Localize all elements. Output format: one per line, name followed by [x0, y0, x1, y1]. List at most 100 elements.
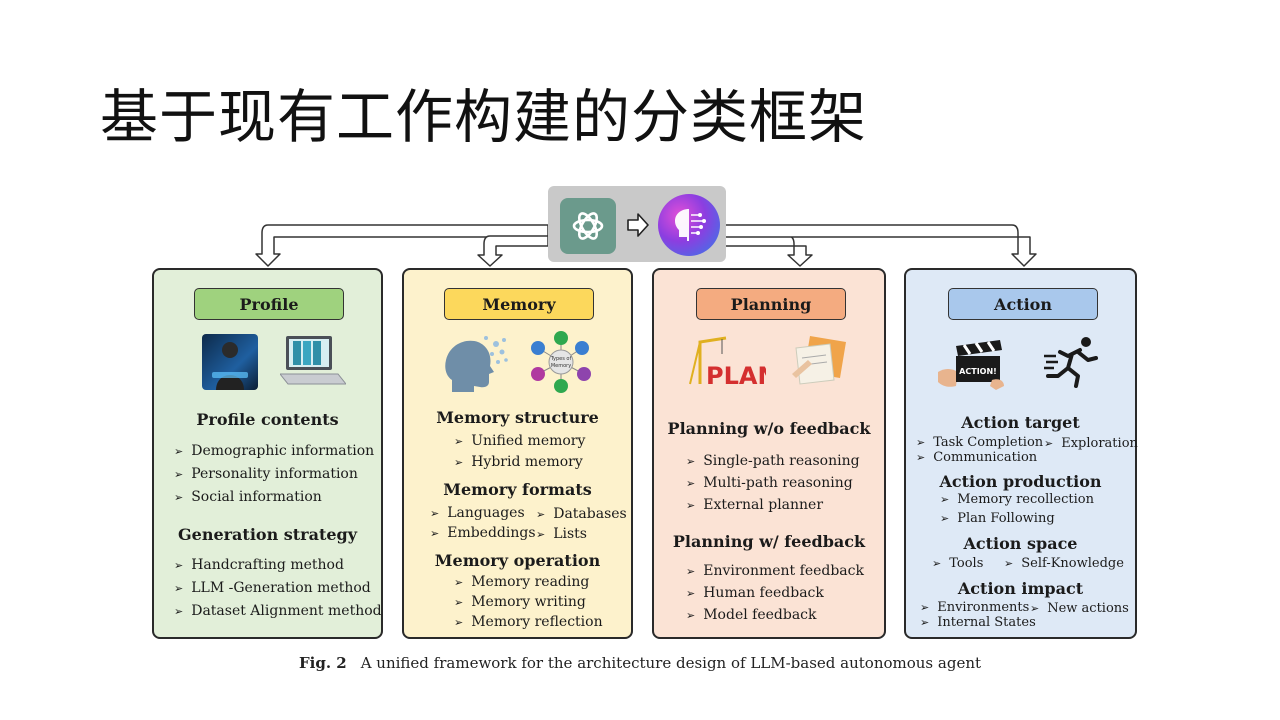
list-item: ➢Plan Following [940, 511, 1055, 526]
profile-title: Profile [194, 288, 344, 320]
right-arrow-icon [627, 213, 649, 237]
arrowhead-bullet-icon: ➢ [430, 527, 440, 540]
list-item: ➢New actions [1030, 601, 1129, 616]
list-item: ➢Embeddings [430, 525, 536, 541]
arrowhead-bullet-icon: ➢ [454, 596, 464, 609]
figure-label: Fig. 2 [298, 654, 347, 672]
llm-agent-logos [548, 186, 726, 262]
running-person-icon [1042, 334, 1100, 392]
list-item: ➢Memory reading [454, 574, 590, 590]
arrowhead-bullet-icon: ➢ [940, 512, 950, 525]
arrowhead-bullet-icon: ➢ [916, 436, 926, 449]
chatgpt-logo-icon [560, 198, 616, 254]
list-item: ➢Environment feedback [686, 563, 864, 579]
profile-contents-heading: Profile contents [196, 410, 339, 429]
planning-w-feedback-heading: Planning w/ feedback [672, 532, 866, 551]
svg-text:ACTION!: ACTION! [959, 367, 997, 376]
arrowhead-bullet-icon: ➢ [932, 557, 942, 570]
action-production-heading: Action production [939, 472, 1102, 491]
arrowhead-bullet-icon: ➢ [686, 609, 696, 622]
list-item: ➢Memory writing [454, 594, 586, 610]
memory-operation-heading: Memory operation [434, 551, 601, 570]
list-item: ➢Unified memory [454, 433, 586, 449]
list-item: ➢Multi-path reasoning [686, 475, 853, 491]
planning-title: Planning [696, 288, 846, 320]
arrowhead-bullet-icon: ➢ [920, 601, 930, 614]
svg-text:Types of: Types of [550, 356, 572, 362]
arrowhead-bullet-icon: ➢ [686, 455, 696, 468]
list-item: ➢Self-Knowledge [1004, 556, 1124, 571]
list-item: ➢Task Completion [916, 435, 1044, 450]
list-item: ➢Handcrafting method [174, 557, 344, 573]
arrowhead-bullet-icon: ➢ [1030, 602, 1040, 615]
plan-crane-image: PLAN [686, 332, 778, 392]
svg-text:PLAN: PLAN [706, 362, 766, 388]
arrowhead-bullet-icon: ➢ [1044, 437, 1054, 450]
list-item: ➢Hybrid memory [454, 454, 583, 470]
list-item: ➢Model feedback [686, 607, 817, 623]
list-item: ➢Memory recollection [940, 492, 1094, 507]
action-space-heading: Action space [963, 534, 1078, 553]
list-item: ➢Dataset Alignment method [174, 603, 382, 619]
arrowhead-bullet-icon: ➢ [916, 451, 926, 464]
arrowhead-bullet-icon: ➢ [686, 499, 696, 512]
list-item: ➢Languages [430, 505, 525, 521]
memory-structure-heading: Memory structure [436, 408, 599, 427]
arrowhead-bullet-icon: ➢ [174, 605, 184, 618]
list-item: ➢Lists [536, 526, 587, 542]
arrowhead-bullet-icon: ➢ [536, 528, 546, 541]
arrowhead-bullet-icon: ➢ [174, 445, 184, 458]
memory-panel: Memory Types of Memory Memory structure … [402, 268, 633, 639]
list-item: ➢Communication [916, 450, 1038, 465]
planning-wo-feedback-heading: Planning w/o feedback [667, 419, 871, 438]
arrowhead-bullet-icon: ➢ [454, 576, 464, 589]
memory-title: Memory [444, 288, 594, 320]
arrowhead-bullet-icon: ➢ [454, 616, 464, 629]
arrowhead-bullet-icon: ➢ [940, 493, 950, 506]
list-item: ➢Single-path reasoning [686, 453, 860, 469]
list-item: ➢LLM -Generation method [174, 580, 371, 596]
arrowhead-bullet-icon: ➢ [174, 559, 184, 572]
generation-strategy-heading: Generation strategy [177, 525, 358, 544]
planning-panel: Planning PLAN Planning w/o feedback ➢Sin… [652, 268, 886, 639]
arrowhead-bullet-icon: ➢ [430, 507, 440, 520]
slide-title: 基于现有工作构建的分类框架 [100, 83, 868, 151]
list-item: ➢Databases [536, 506, 627, 522]
arrowhead-bullet-icon: ➢ [1004, 557, 1014, 570]
list-item: ➢External planner [686, 497, 824, 513]
list-item: ➢Tools [932, 556, 984, 571]
types-of-memory-icon: Types of Memory [530, 330, 592, 398]
list-item: ➢Memory reflection [454, 614, 603, 630]
list-item: ➢Exploration [1044, 436, 1138, 451]
list-item: ➢Human feedback [686, 585, 824, 601]
list-item: ➢Environments [920, 600, 1030, 615]
figure-caption: Fig. 2 A unified framework for the archit… [0, 654, 1280, 672]
action-target-heading: Action target [961, 413, 1080, 432]
action-title: Action [948, 288, 1098, 320]
arrowhead-bullet-icon: ➢ [686, 587, 696, 600]
head-memory-image [442, 334, 510, 398]
profile-panel: Profile Profile contents ➢Demographic in… [152, 268, 383, 639]
memory-formats-heading: Memory formats [443, 480, 592, 499]
arrowhead-bullet-icon: ➢ [536, 508, 546, 521]
arrowhead-bullet-icon: ➢ [454, 456, 464, 469]
list-item: ➢Personality information [174, 466, 358, 482]
action-panel: Action ACTION! Action target ➢Task Compl… [904, 268, 1138, 639]
arrowhead-bullet-icon: ➢ [920, 616, 930, 629]
clapperboard-image: ACTION! [936, 332, 1006, 396]
list-item: ➢Social information [174, 489, 322, 505]
planning-notes-image [790, 334, 848, 392]
ai-brain-icon [658, 194, 720, 256]
list-item: ➢Demographic information [174, 443, 375, 459]
arrowhead-bullet-icon: ➢ [174, 491, 184, 504]
action-impact-heading: Action impact [957, 579, 1084, 598]
arrowhead-bullet-icon: ➢ [686, 477, 696, 490]
list-item: ➢Internal States [920, 615, 1036, 630]
figure-caption-text: A unified framework for the architecture… [360, 654, 982, 672]
laptop-files-image [278, 332, 348, 396]
business-person-image [202, 334, 258, 390]
arrowhead-bullet-icon: ➢ [174, 582, 184, 595]
arrowhead-bullet-icon: ➢ [454, 435, 464, 448]
arrowhead-bullet-icon: ➢ [686, 565, 696, 578]
